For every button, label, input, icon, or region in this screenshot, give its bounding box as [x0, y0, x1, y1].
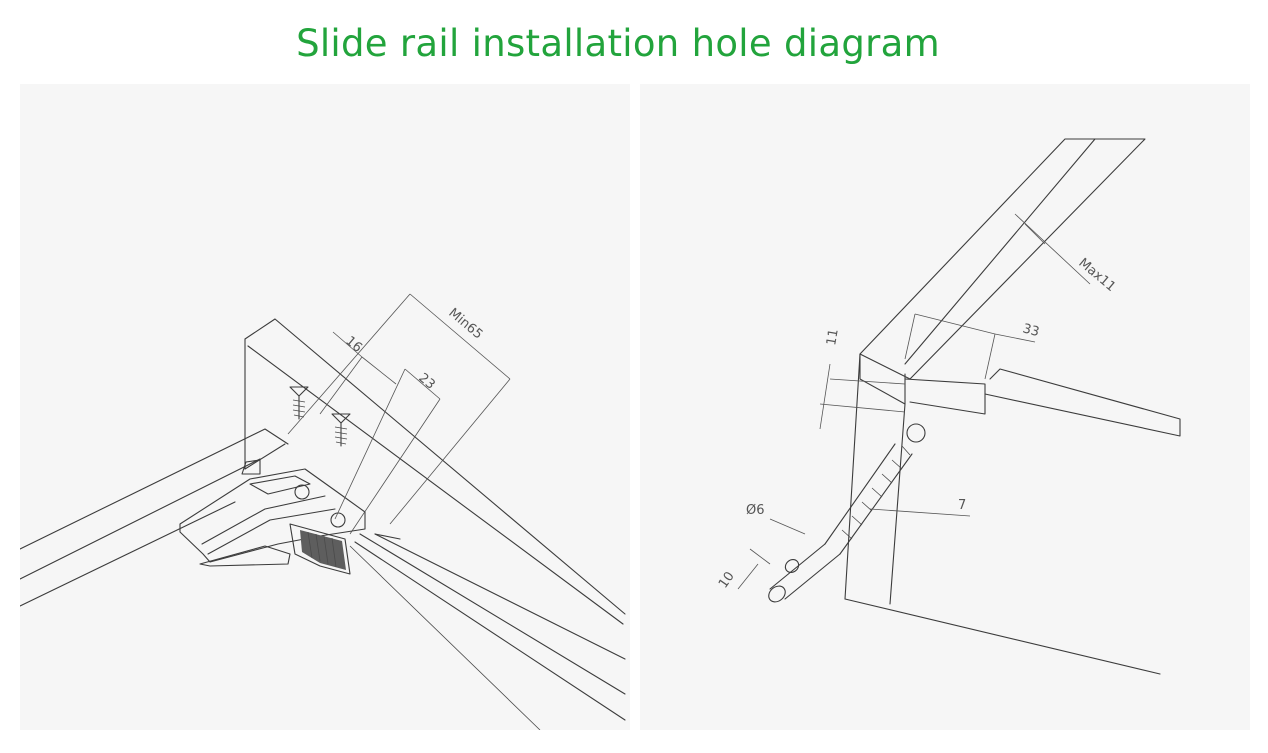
left-diagram-panel: Min65 16 23 [20, 84, 630, 730]
screw-icon [331, 413, 351, 447]
dimension-max11: Max11 [1014, 213, 1118, 295]
back-board [859, 138, 1181, 437]
right-diagram: Max11 33 11 7 Ø6 10 [716, 138, 1181, 675]
rail-clip [179, 459, 366, 575]
dim-11-label: 11 [824, 328, 842, 347]
dim-7-label: 7 [958, 498, 966, 513]
dim-33-label: 33 [1021, 321, 1041, 340]
side-board [244, 318, 626, 625]
dim-16-label: 16 [342, 334, 364, 356]
side-panel [844, 353, 1161, 675]
dimension-10: 10 [716, 548, 771, 591]
dimension-d6: Ø6 [746, 503, 806, 535]
dimension-16: 16 [319, 334, 397, 415]
screw-icon [289, 386, 309, 420]
right-diagram-panel: Max11 33 11 7 Ø6 10 [640, 84, 1250, 730]
dim-23-label: 23 [415, 371, 437, 393]
dim-max11-label: Max11 [1075, 256, 1118, 295]
dimension-11: 11 [819, 328, 906, 430]
left-diagram: Min65 16 23 [20, 293, 626, 730]
drawer-rail [20, 428, 626, 730]
screw-icon [768, 423, 926, 603]
dimension-33: 33 [904, 313, 1041, 380]
dim-10-label: 10 [716, 569, 738, 591]
dimension-23: 23 [334, 368, 441, 535]
dim-min65-label: Min65 [445, 306, 485, 343]
dimension-7: 7 [869, 498, 971, 517]
page-title: Slide rail installation hole diagram [296, 22, 940, 65]
dim-d6-label: Ø6 [746, 503, 765, 518]
